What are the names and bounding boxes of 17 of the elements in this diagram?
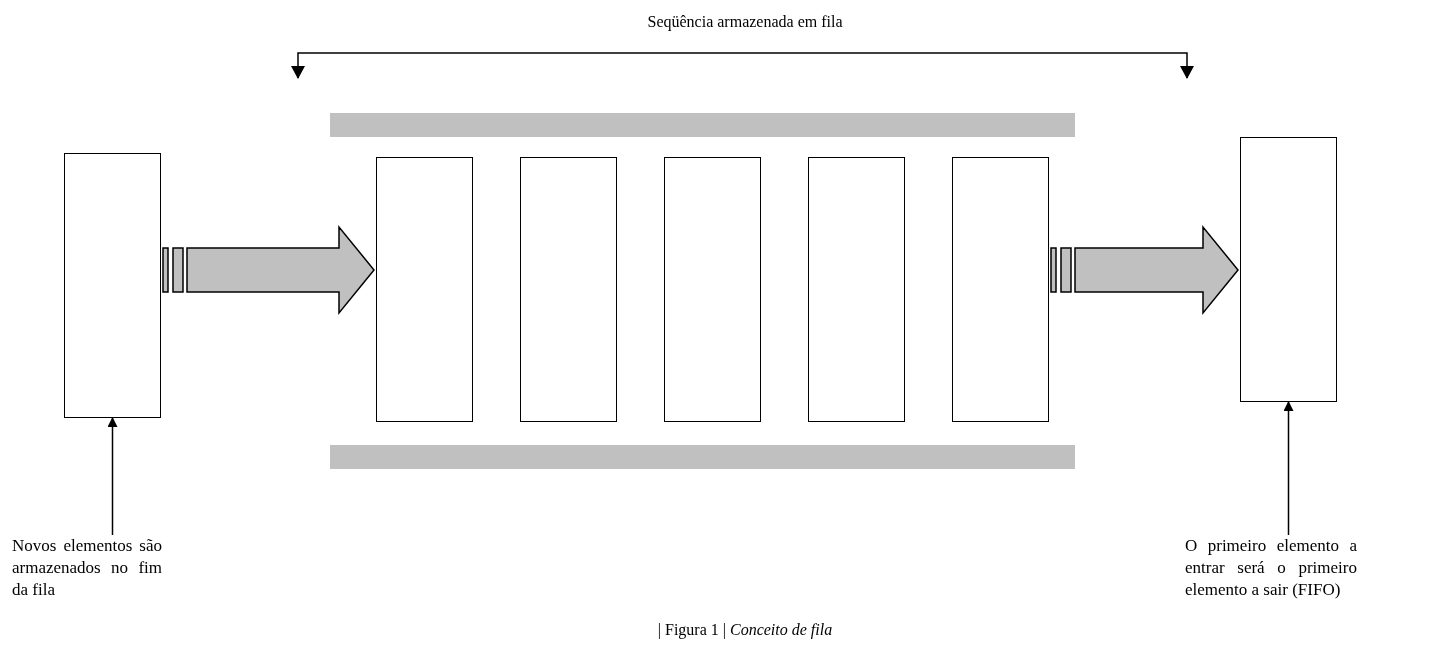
element-box	[664, 157, 761, 422]
element-box	[64, 153, 161, 418]
rail-bar	[330, 113, 1075, 137]
leader-arrow	[107, 417, 118, 536]
note-text: O primeiro elemento a entrar será o primeiro elemento a sair (FIFO)	[1185, 535, 1357, 601]
note-text: Novos elementos são armazenados no fim da fila	[12, 535, 162, 601]
element-box	[520, 157, 617, 422]
leader-arrow	[1283, 401, 1294, 536]
element-box	[376, 157, 473, 422]
figure-caption: | Figura 1 | Conceito de fila	[656, 620, 834, 641]
block-arrow	[162, 224, 375, 316]
element-box	[808, 157, 905, 422]
element-box	[1240, 137, 1337, 402]
element-box	[952, 157, 1049, 422]
bracket-label: Seqüência armazenada em fila	[646, 12, 844, 33]
rail-bar	[330, 445, 1075, 469]
block-arrow	[1050, 224, 1239, 316]
